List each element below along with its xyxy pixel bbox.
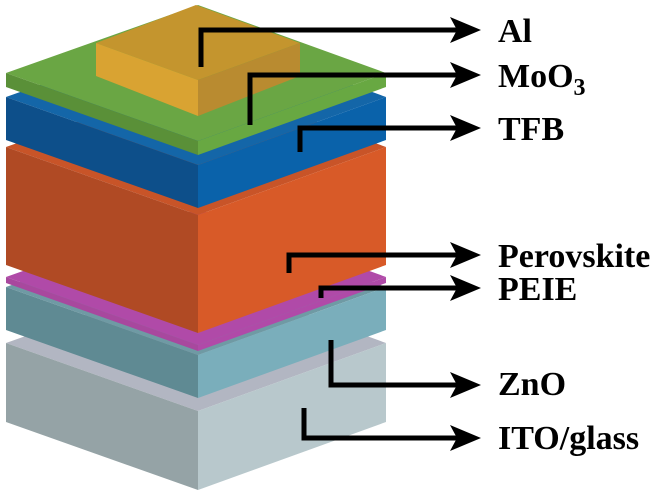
arrow-moo3 (247, 62, 481, 125)
moo3-right-face (198, 73, 386, 155)
label-al: Al (498, 13, 532, 50)
ito-right-face (198, 343, 386, 490)
arrow-line (198, 27, 458, 67)
arrow-tfb (297, 115, 481, 152)
label-peie: PEIE (498, 271, 577, 308)
moo3-left-face (6, 73, 198, 155)
label-tfb: TFB (498, 111, 564, 148)
arrow-line (318, 285, 458, 298)
arrow-line (301, 408, 458, 441)
arrowhead-icon (450, 242, 481, 268)
arrow-line (328, 340, 458, 388)
arrow-al (198, 17, 481, 67)
arrow-ito (301, 408, 481, 451)
arrowhead-icon (450, 372, 481, 398)
arrowhead-icon (450, 62, 481, 88)
label-ito-glass: ITO/glass (498, 420, 639, 457)
arrowhead-icon (450, 17, 481, 43)
label-moo3-main: MoO (498, 58, 574, 95)
arrowhead-icon (450, 425, 481, 451)
label-perovskite: Perovskite (498, 238, 650, 275)
arrow-zno (328, 340, 481, 398)
layer-labels: Al MoO3 TFB Perovskite PEIE ZnO ITO/glas… (498, 13, 650, 457)
label-moo3: MoO3 (498, 58, 586, 101)
arrow-perovskite (286, 242, 481, 273)
label-moo3-subscript: 3 (574, 75, 586, 101)
ito-left-face (6, 343, 198, 490)
arrowhead-icon (450, 275, 481, 301)
al-top-face (96, 5, 300, 80)
tfb-left-face (6, 97, 198, 208)
al-left-face (96, 43, 198, 116)
arrow-peie (318, 275, 481, 301)
arrowhead-icon (450, 115, 481, 141)
label-arrows (198, 17, 481, 451)
tfb-right-face (198, 97, 386, 208)
layer-stack (6, 5, 386, 490)
label-zno: ZnO (498, 366, 566, 403)
zno-left-face (6, 287, 198, 398)
zno-right-face (198, 287, 386, 398)
arrow-line (297, 125, 458, 152)
arrow-line (247, 72, 458, 125)
perovskite-right-face (198, 147, 386, 333)
peie-left-face (6, 277, 198, 351)
arrow-line (286, 252, 458, 273)
perovskite-left-face (6, 147, 198, 333)
peie-right-face (198, 277, 386, 351)
